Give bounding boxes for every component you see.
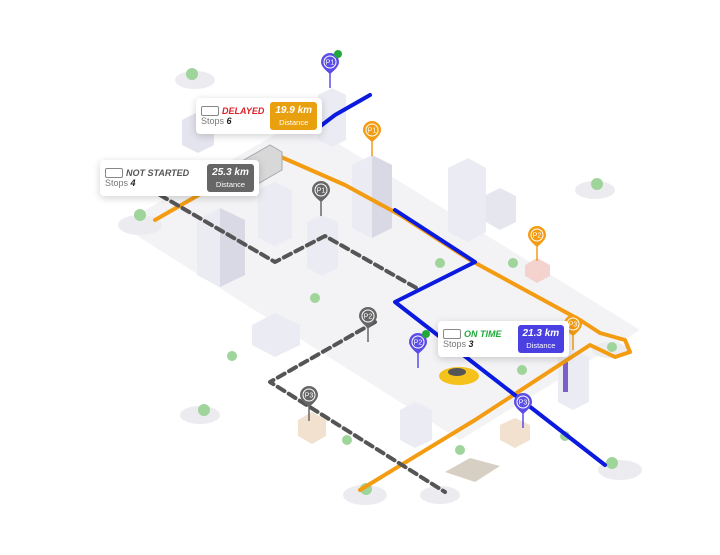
road-network — [120, 120, 640, 440]
route-blue — [316, 93, 372, 130]
pin-label: P1 — [317, 188, 326, 195]
car-icon — [443, 329, 461, 340]
status-label: ON TIME — [464, 328, 502, 339]
distance-value: 19.9 km — [275, 105, 313, 116]
route-card-on-time[interactable]: ON TIME Stops 3 21.3 km Distance — [438, 321, 570, 357]
buildings — [182, 88, 589, 482]
stops-label: Stops — [105, 178, 129, 189]
stops-label: Stops — [443, 339, 467, 350]
pin-label: P2 — [533, 233, 542, 240]
pin-label: P3 — [305, 393, 314, 400]
route-gray-dashed-2 — [268, 320, 447, 494]
stops-label: Stops — [201, 116, 225, 127]
map-pin-p1-purple[interactable]: P1 — [321, 50, 342, 88]
route-gray-dashed — [158, 193, 422, 292]
pin-label: P2 — [364, 314, 373, 321]
pin-label: P3 — [569, 322, 578, 329]
pin-label: P1 — [368, 128, 377, 135]
stops-count: 3 — [468, 339, 474, 350]
route-card-delayed[interactable]: DELAYED Stops 6 19.9 km Distance — [196, 98, 323, 134]
map-pin-p3-purple[interactable]: P3 — [514, 393, 532, 428]
pin-label: P3 — [519, 400, 528, 407]
check-icon — [422, 330, 430, 338]
map-pin-p1-orange[interactable]: P1 — [363, 121, 381, 156]
pin-label: P1 — [326, 60, 335, 67]
map-pin-p2-purple[interactable]: P2 — [409, 330, 430, 368]
distance-value: 21.3 km — [522, 328, 560, 339]
stops-count: 4 — [130, 178, 136, 189]
routes — [153, 93, 632, 494]
distance-badge: 25.3 km Distance — [207, 164, 254, 192]
distance-badge: 19.9 km Distance — [270, 102, 318, 130]
map-pin-p2-orange[interactable]: P2 — [528, 226, 546, 261]
status-label: DELAYED — [222, 105, 265, 116]
check-icon — [334, 50, 342, 58]
status-label: NOT STARTED — [126, 167, 190, 178]
map-pin-p1-gray[interactable]: P1 — [312, 181, 330, 216]
van-icon — [201, 106, 219, 117]
distance-label: Distance — [526, 340, 556, 350]
route-blue-main — [393, 208, 607, 467]
map-pin-p2-gray[interactable]: P2 — [359, 307, 377, 342]
distance-badge: 21.3 km Distance — [517, 325, 565, 353]
route-card-not-started[interactable]: NOT STARTED Stops 4 25.3 km Distance — [100, 160, 259, 196]
distance-label: Distance — [215, 179, 246, 189]
distance-label: Distance — [279, 117, 309, 127]
route-orange — [153, 151, 632, 492]
map-pin-p3-gray[interactable]: P3 — [300, 386, 318, 421]
stops-count: 6 — [226, 116, 232, 127]
distance-value: 25.3 km — [212, 167, 249, 178]
van-icon — [105, 168, 123, 179]
pin-label: P2 — [414, 340, 423, 347]
